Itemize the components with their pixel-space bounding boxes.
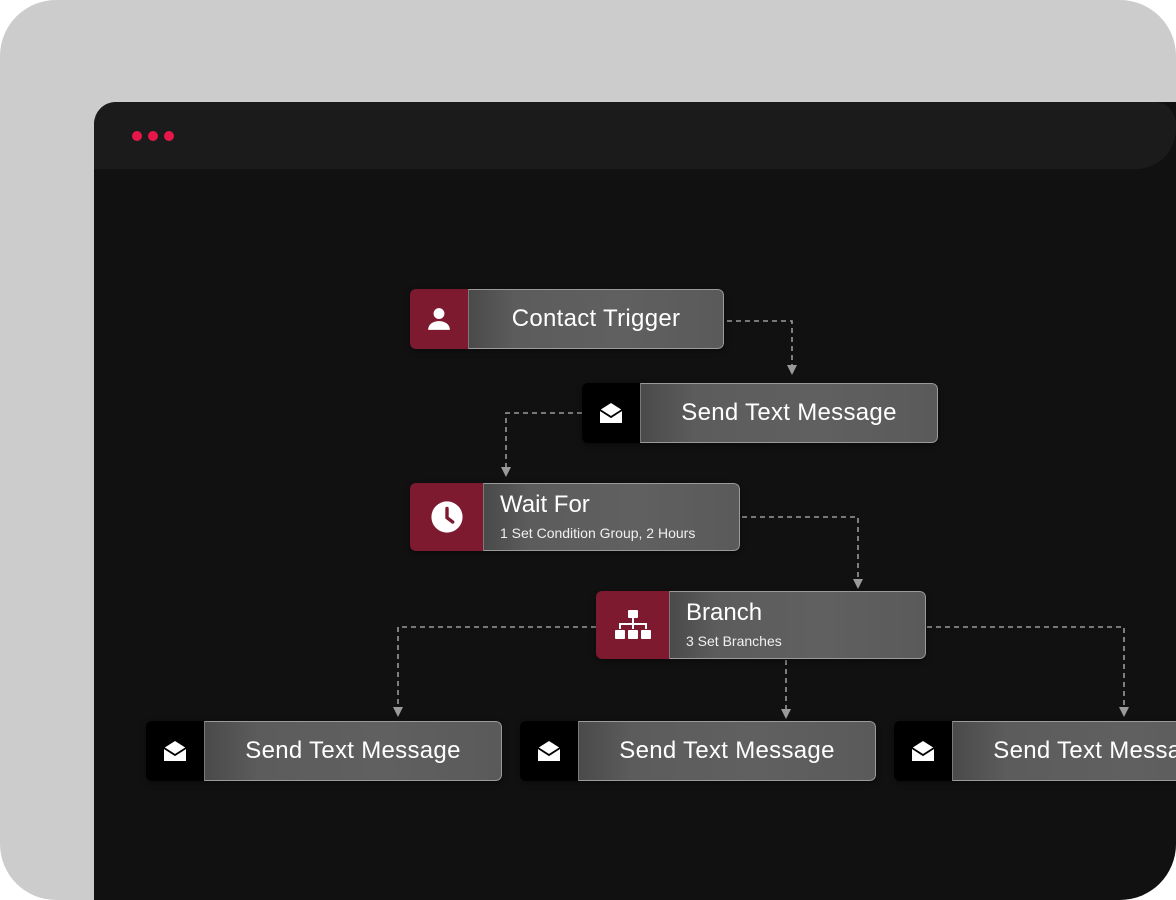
branch-action-node-2[interactable]: Send Text Message <box>520 721 876 781</box>
branch-action-label-3: Send Text Message <box>952 721 1176 781</box>
connector-send-to-wait <box>501 412 582 477</box>
branch-detail: 3 Set Branches <box>686 633 782 649</box>
sitemap-icon <box>614 610 651 639</box>
user-icon <box>428 308 450 330</box>
branch-action-label-2: Send Text Message <box>578 721 876 781</box>
envelope-open-icon <box>163 741 187 761</box>
branch-action-icon-box-3 <box>894 721 952 781</box>
branch-action-label-1: Send Text Message <box>204 721 502 781</box>
wait-for-node[interactable]: Wait For 1 Set Condition Group, 2 Hours <box>410 483 740 551</box>
trigger-label: Contact Trigger <box>468 289 724 349</box>
wait-icon-box <box>410 483 483 551</box>
clock-icon <box>430 501 463 533</box>
branch-icon-box <box>596 591 669 659</box>
wait-detail: 1 Set Condition Group, 2 Hours <box>500 525 696 541</box>
contact-trigger-node[interactable]: Contact Trigger <box>410 289 724 349</box>
branch-title: Branch <box>686 599 763 626</box>
send-text-node-1[interactable]: Send Text Message <box>582 383 938 443</box>
window-titlebar <box>94 102 1176 169</box>
wait-label-box: Wait For 1 Set Condition Group, 2 Hours <box>483 483 740 551</box>
branch-label-box: Branch 3 Set Branches <box>669 591 926 659</box>
send-label-1: Send Text Message <box>640 383 938 443</box>
envelope-open-icon <box>599 403 623 423</box>
envelope-open-icon <box>537 741 561 761</box>
connector-branch-to-right <box>927 626 1129 717</box>
connector-trigger-to-send <box>727 320 797 375</box>
envelope-open-icon <box>911 741 935 761</box>
connector-branch-to-left <box>393 626 596 717</box>
window-dot-1[interactable] <box>132 131 142 141</box>
branch-action-icon-box-1 <box>146 721 204 781</box>
connector-wait-to-branch <box>742 516 863 589</box>
send-icon-box-1 <box>582 383 640 443</box>
branch-action-node-3[interactable]: Send Text Message <box>894 721 1176 781</box>
window-dot-2[interactable] <box>148 131 158 141</box>
branch-node[interactable]: Branch 3 Set Branches <box>596 591 926 659</box>
branch-action-icon-box-2 <box>520 721 578 781</box>
branch-action-node-1[interactable]: Send Text Message <box>146 721 502 781</box>
wait-title: Wait For <box>500 491 590 518</box>
trigger-icon-box <box>410 289 468 349</box>
window-dot-3[interactable] <box>164 131 174 141</box>
